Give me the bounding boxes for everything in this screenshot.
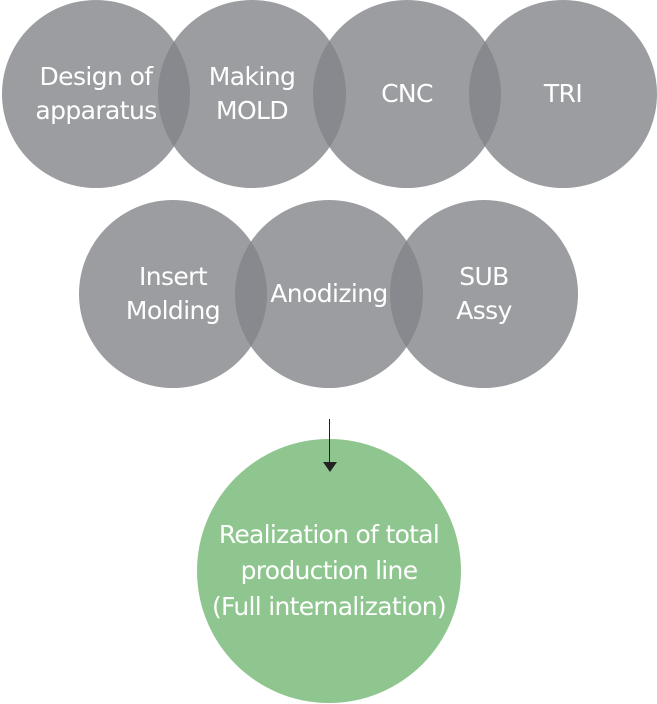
arrow-line [329,419,330,463]
step-label-insert: Insert Molding [125,262,221,325]
step-label-anodizing: Anodizing [270,279,388,308]
result-circle [197,439,461,703]
result-label: Realization of total production line (Fu… [211,520,447,621]
step-label-cnc: CNC [381,79,433,108]
step-label-design: Design of apparatus [35,62,157,125]
step-circle-sub [390,200,578,388]
step-label-sub: SUB Assy [456,262,512,325]
step-label-tri: TRI [543,79,583,108]
step-label-mold: Making MOLD [208,62,296,125]
step-circle-tri [469,0,657,188]
arrow-down-icon [323,462,337,472]
